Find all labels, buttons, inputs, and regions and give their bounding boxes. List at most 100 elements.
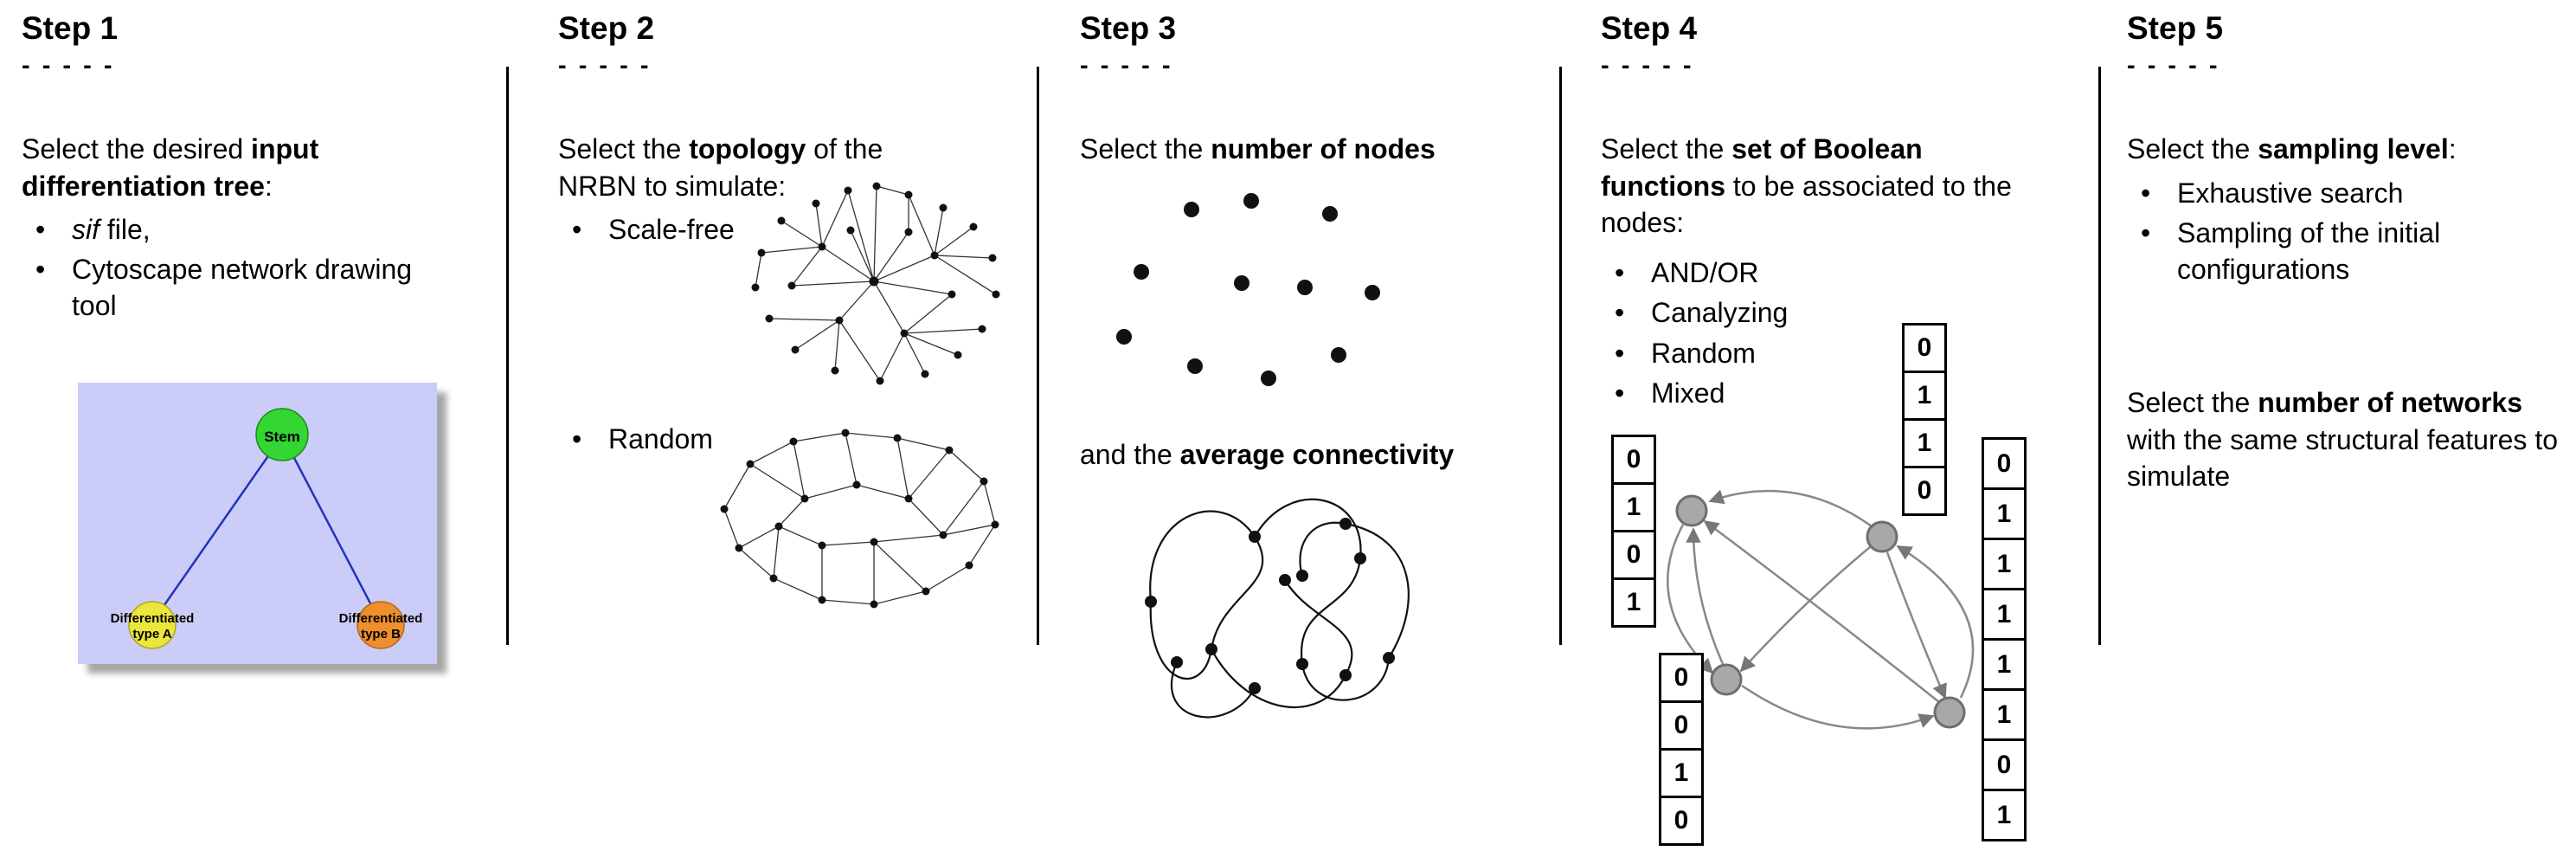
type-a-node	[128, 601, 177, 649]
step-4-bullet-canalyzing: Canalyzing	[1601, 294, 2025, 331]
divider-2	[1037, 67, 1039, 645]
step-1-intro-text: Select the desired	[22, 133, 252, 165]
truth-table-cell: 1	[1902, 418, 1947, 468]
truth-table-cell: 1	[1982, 688, 2027, 741]
step-5-dashes: - - - - -	[2127, 51, 2220, 80]
truth-table-cell: 0	[1659, 653, 1704, 703]
divider-1	[506, 67, 509, 645]
step-1-intro: Select the desired input differentiation…	[22, 131, 428, 203]
step-5-bullet-sampling: Sampling of the initial configurations	[2127, 215, 2564, 287]
truth-table-right: 0 1 1 1 1 1 0 1	[1982, 437, 2027, 841]
scatter-dots	[1116, 193, 1380, 386]
step-2-intro-rest: of the NRBN to simulate:	[558, 133, 883, 202]
step-2-bullet-list: Scale-free Random	[558, 211, 965, 458]
step-4-bullet-random: Random	[1601, 335, 2025, 371]
step-4-intro-rest: to be associated to the nodes:	[1601, 170, 2012, 238]
step-4-intro: Select the set of Boolean functions to b…	[1601, 131, 2025, 241]
connectivity-network-figure	[1145, 498, 1410, 719]
connectivity-nodes	[1145, 518, 1395, 694]
boolean-network-nodes	[1675, 494, 1966, 729]
random-nodes	[720, 429, 999, 609]
type-b-label-line1: Differentiated	[339, 611, 423, 626]
step-5-intro: Select the sampling level:	[2127, 131, 2564, 167]
truth-table-cell: 1	[1902, 371, 1947, 421]
boolean-network-figure	[1667, 489, 1975, 730]
truth-table-cell: 1	[1611, 482, 1656, 532]
truth-table-cell: 1	[1982, 638, 2027, 691]
type-b-node	[357, 601, 405, 649]
divider-3	[1559, 67, 1562, 645]
gene-node-4	[1933, 696, 1966, 729]
type-a-label-line1: Differentiated	[111, 611, 195, 626]
truth-table-cell: 1	[1982, 487, 2027, 540]
truth-table-cell: 1	[1982, 538, 2027, 590]
step-5-networks-bold: number of networks	[2258, 387, 2523, 419]
truth-table-cell: 0	[1611, 435, 1656, 485]
type-b-label-line2: type B	[361, 627, 401, 641]
boolean-network-edges	[1667, 489, 1975, 730]
truth-table-cell: 1	[1659, 748, 1704, 798]
step-4-column: Step 4 - - - - - Select the set of Boole…	[1601, 0, 2025, 851]
step-2-intro: Select the topology of the NRBN to simul…	[558, 131, 965, 203]
type-a-label-line2: type A	[132, 627, 171, 641]
step-4-bullet-mixed: Mixed	[1601, 375, 2025, 411]
step-1-bullet-sif: sif file,	[22, 211, 428, 248]
step-1-intro-bold: input differentiation tree	[22, 133, 319, 202]
truth-table-cell: 0	[1982, 437, 2027, 490]
truth-table-cell: 0	[1611, 530, 1656, 580]
step-4-intro-text: Select the	[1601, 133, 1732, 165]
tree-edge-a	[152, 439, 281, 621]
step-3-dashes: - - - - -	[1080, 51, 1173, 80]
truth-table-top: 0 1 1 0	[1902, 323, 1947, 516]
step-2-column: Step 2 - - - - - Select the topology of …	[558, 0, 965, 851]
step-4-intro-bold: set of Boolean functions	[1601, 133, 1923, 202]
truth-table-cell: 0	[1902, 466, 1947, 516]
step-4-dashes: - - - - -	[1601, 51, 1694, 80]
truth-table-cell: 1	[1982, 588, 2027, 641]
random-edges	[723, 432, 996, 605]
step-3-line1-bold: number of nodes	[1211, 133, 1436, 165]
step-5-networks-rest: with the same structural features to sim…	[2127, 423, 2558, 492]
step-2-intro-bold: topology	[689, 133, 806, 165]
scale-free-network-figure	[751, 182, 1000, 385]
step-4-bullet-andor: AND/OR	[1601, 255, 2025, 291]
step-3-column: Step 3 - - - - - Select the number of no…	[1080, 0, 1564, 851]
truth-table-cell: 0	[1902, 323, 1947, 373]
step-2-title: Step 2	[558, 10, 655, 46]
divider-4	[2098, 67, 2101, 645]
sif-rest: file,	[100, 213, 151, 245]
step-1-dashes: - - - - -	[22, 51, 115, 80]
step-2-bullet-scale-free: Scale-free	[558, 211, 965, 248]
step-3-line2-text: and the	[1080, 438, 1180, 470]
truth-table-bottom-left: 0 0 1 0	[1659, 653, 1704, 846]
stem-label: Stem	[264, 429, 300, 445]
step-1-title: Step 1	[22, 10, 119, 46]
truth-table-cell: 0	[1659, 796, 1704, 846]
step-4-bullet-list: AND/OR Canalyzing Random Mixed	[1601, 255, 2025, 411]
step-1-bullet-list: sif file, Cytoscape network drawing tool	[22, 211, 428, 325]
differentiation-tree-svg: Stem Differentiated type A Differentiate…	[111, 408, 423, 649]
step-3-title: Step 3	[1080, 10, 1177, 46]
step-2-bullet-random: Random	[558, 421, 965, 457]
step-1-bullet-cytoscape: Cytoscape network drawing tool	[22, 251, 428, 324]
step-1-intro-colon: :	[264, 170, 273, 202]
connectivity-edges	[1149, 498, 1410, 719]
step-5-networks-para: Select the number of networks with the s…	[2127, 384, 2564, 494]
step-3-line1: Select the number of nodes	[1080, 131, 1564, 167]
gene-node-3	[1710, 663, 1743, 696]
step-5-intro-text: Select the	[2127, 133, 2258, 165]
truth-table-cell: 0	[1982, 738, 2027, 791]
step-5-networks-text: Select the	[2127, 387, 2258, 419]
step-5-column: Step 5 - - - - - Select the sampling lev…	[2127, 0, 2564, 851]
differentiation-tree-figure: Stem Differentiated type A Differentiate…	[78, 383, 437, 664]
sif-italic: sif	[72, 213, 100, 245]
step-5-bullet-list: Exhaustive search Sampling of the initia…	[2127, 175, 2564, 288]
step-2-dashes: - - - - -	[558, 51, 652, 80]
truth-table-left: 0 1 0 1	[1611, 435, 1656, 628]
gene-node-2	[1866, 520, 1898, 553]
step-5-bullet-exhaustive: Exhaustive search	[2127, 175, 2564, 211]
gene-node-1	[1675, 494, 1708, 527]
step-3-line1-text: Select the	[1080, 133, 1211, 165]
step-2-intro-text: Select the	[558, 133, 690, 165]
